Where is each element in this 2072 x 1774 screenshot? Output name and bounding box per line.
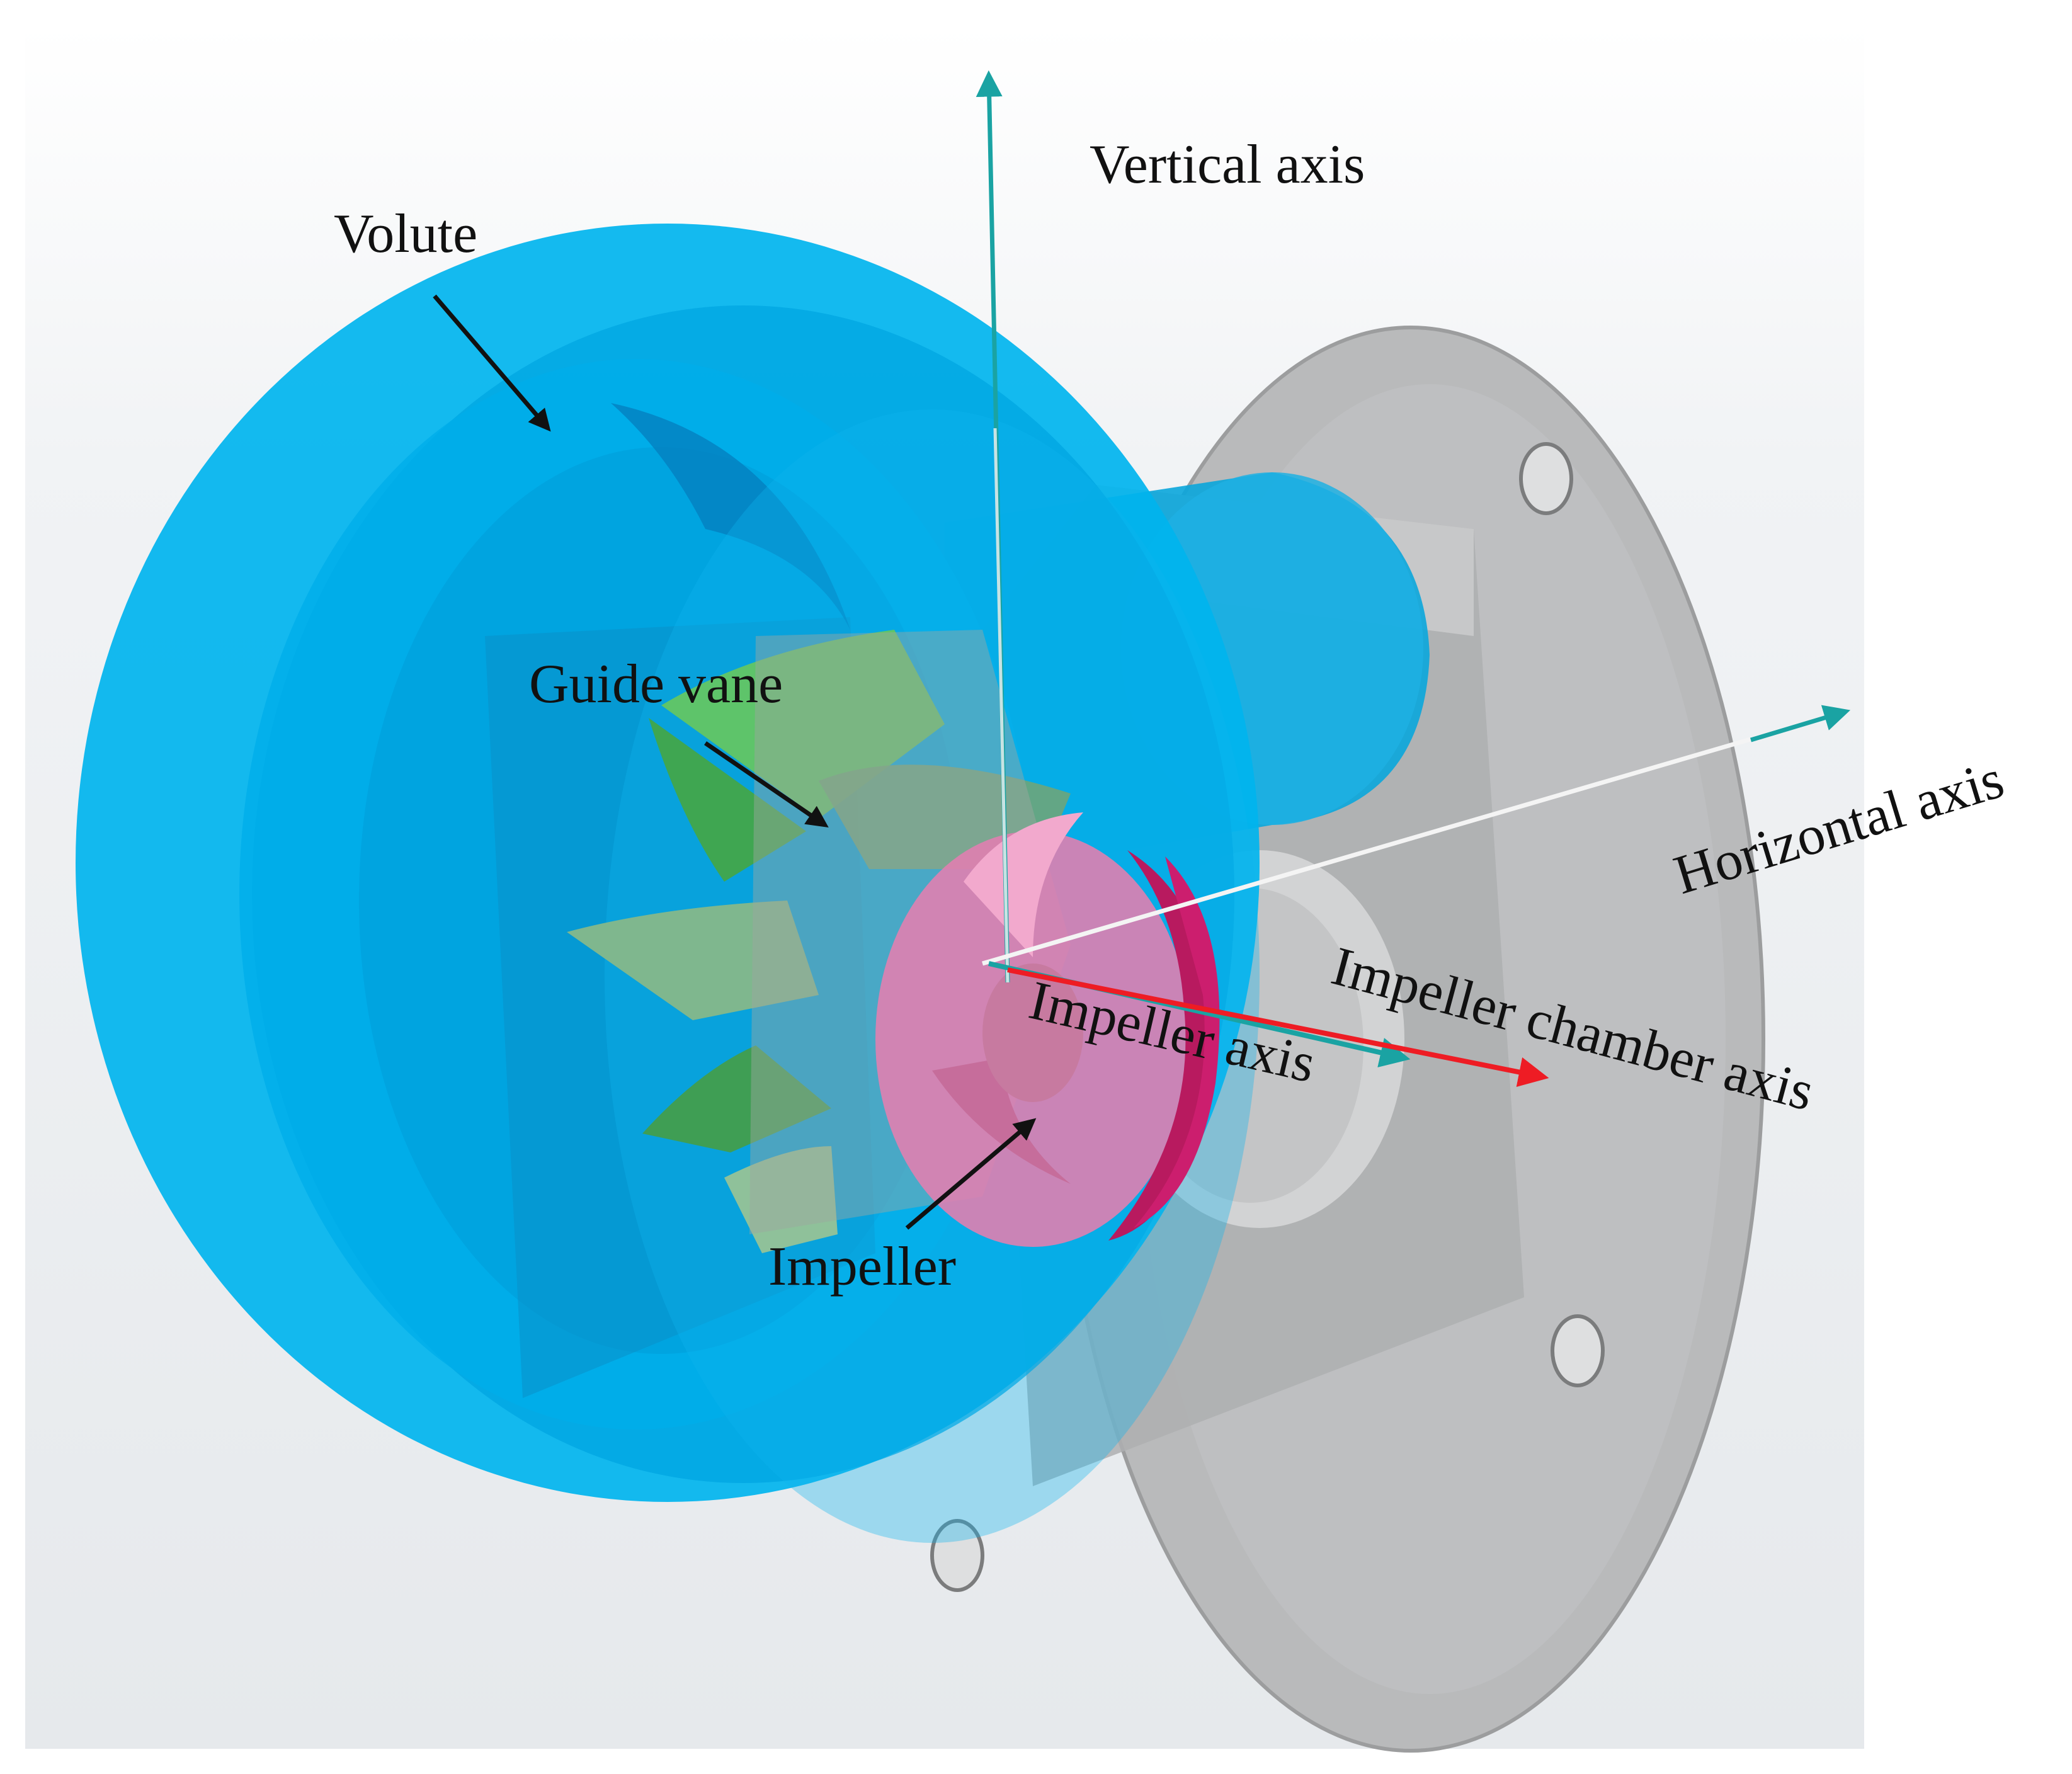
impeller-part	[875, 812, 1220, 1247]
guide-vane-part	[567, 630, 1071, 1253]
vertical-axis-line-light	[993, 428, 1010, 983]
bolt-hole-icon	[930, 1519, 984, 1592]
guide-vane-label: Guide vane	[529, 654, 783, 715]
bolt-hole-icon	[1519, 442, 1573, 515]
volute-pointer-arrow	[433, 294, 551, 432]
impeller-pointer-arrow	[905, 1118, 1037, 1230]
volute-label: Volute	[334, 203, 477, 264]
bolt-hole-icon	[1551, 1314, 1605, 1387]
pointer-arrows	[433, 294, 1037, 1230]
impeller-chamber-axis-line	[1007, 967, 1549, 1088]
horizontal-axis-tip	[1750, 705, 1851, 742]
horizontal-axis-line	[982, 709, 1846, 966]
vertical-axis-label: Vertical axis	[1090, 134, 1365, 195]
axes-group	[976, 70, 1851, 1088]
impeller-label: Impeller	[768, 1236, 956, 1297]
guide-vane-pointer-arrow	[704, 741, 829, 827]
